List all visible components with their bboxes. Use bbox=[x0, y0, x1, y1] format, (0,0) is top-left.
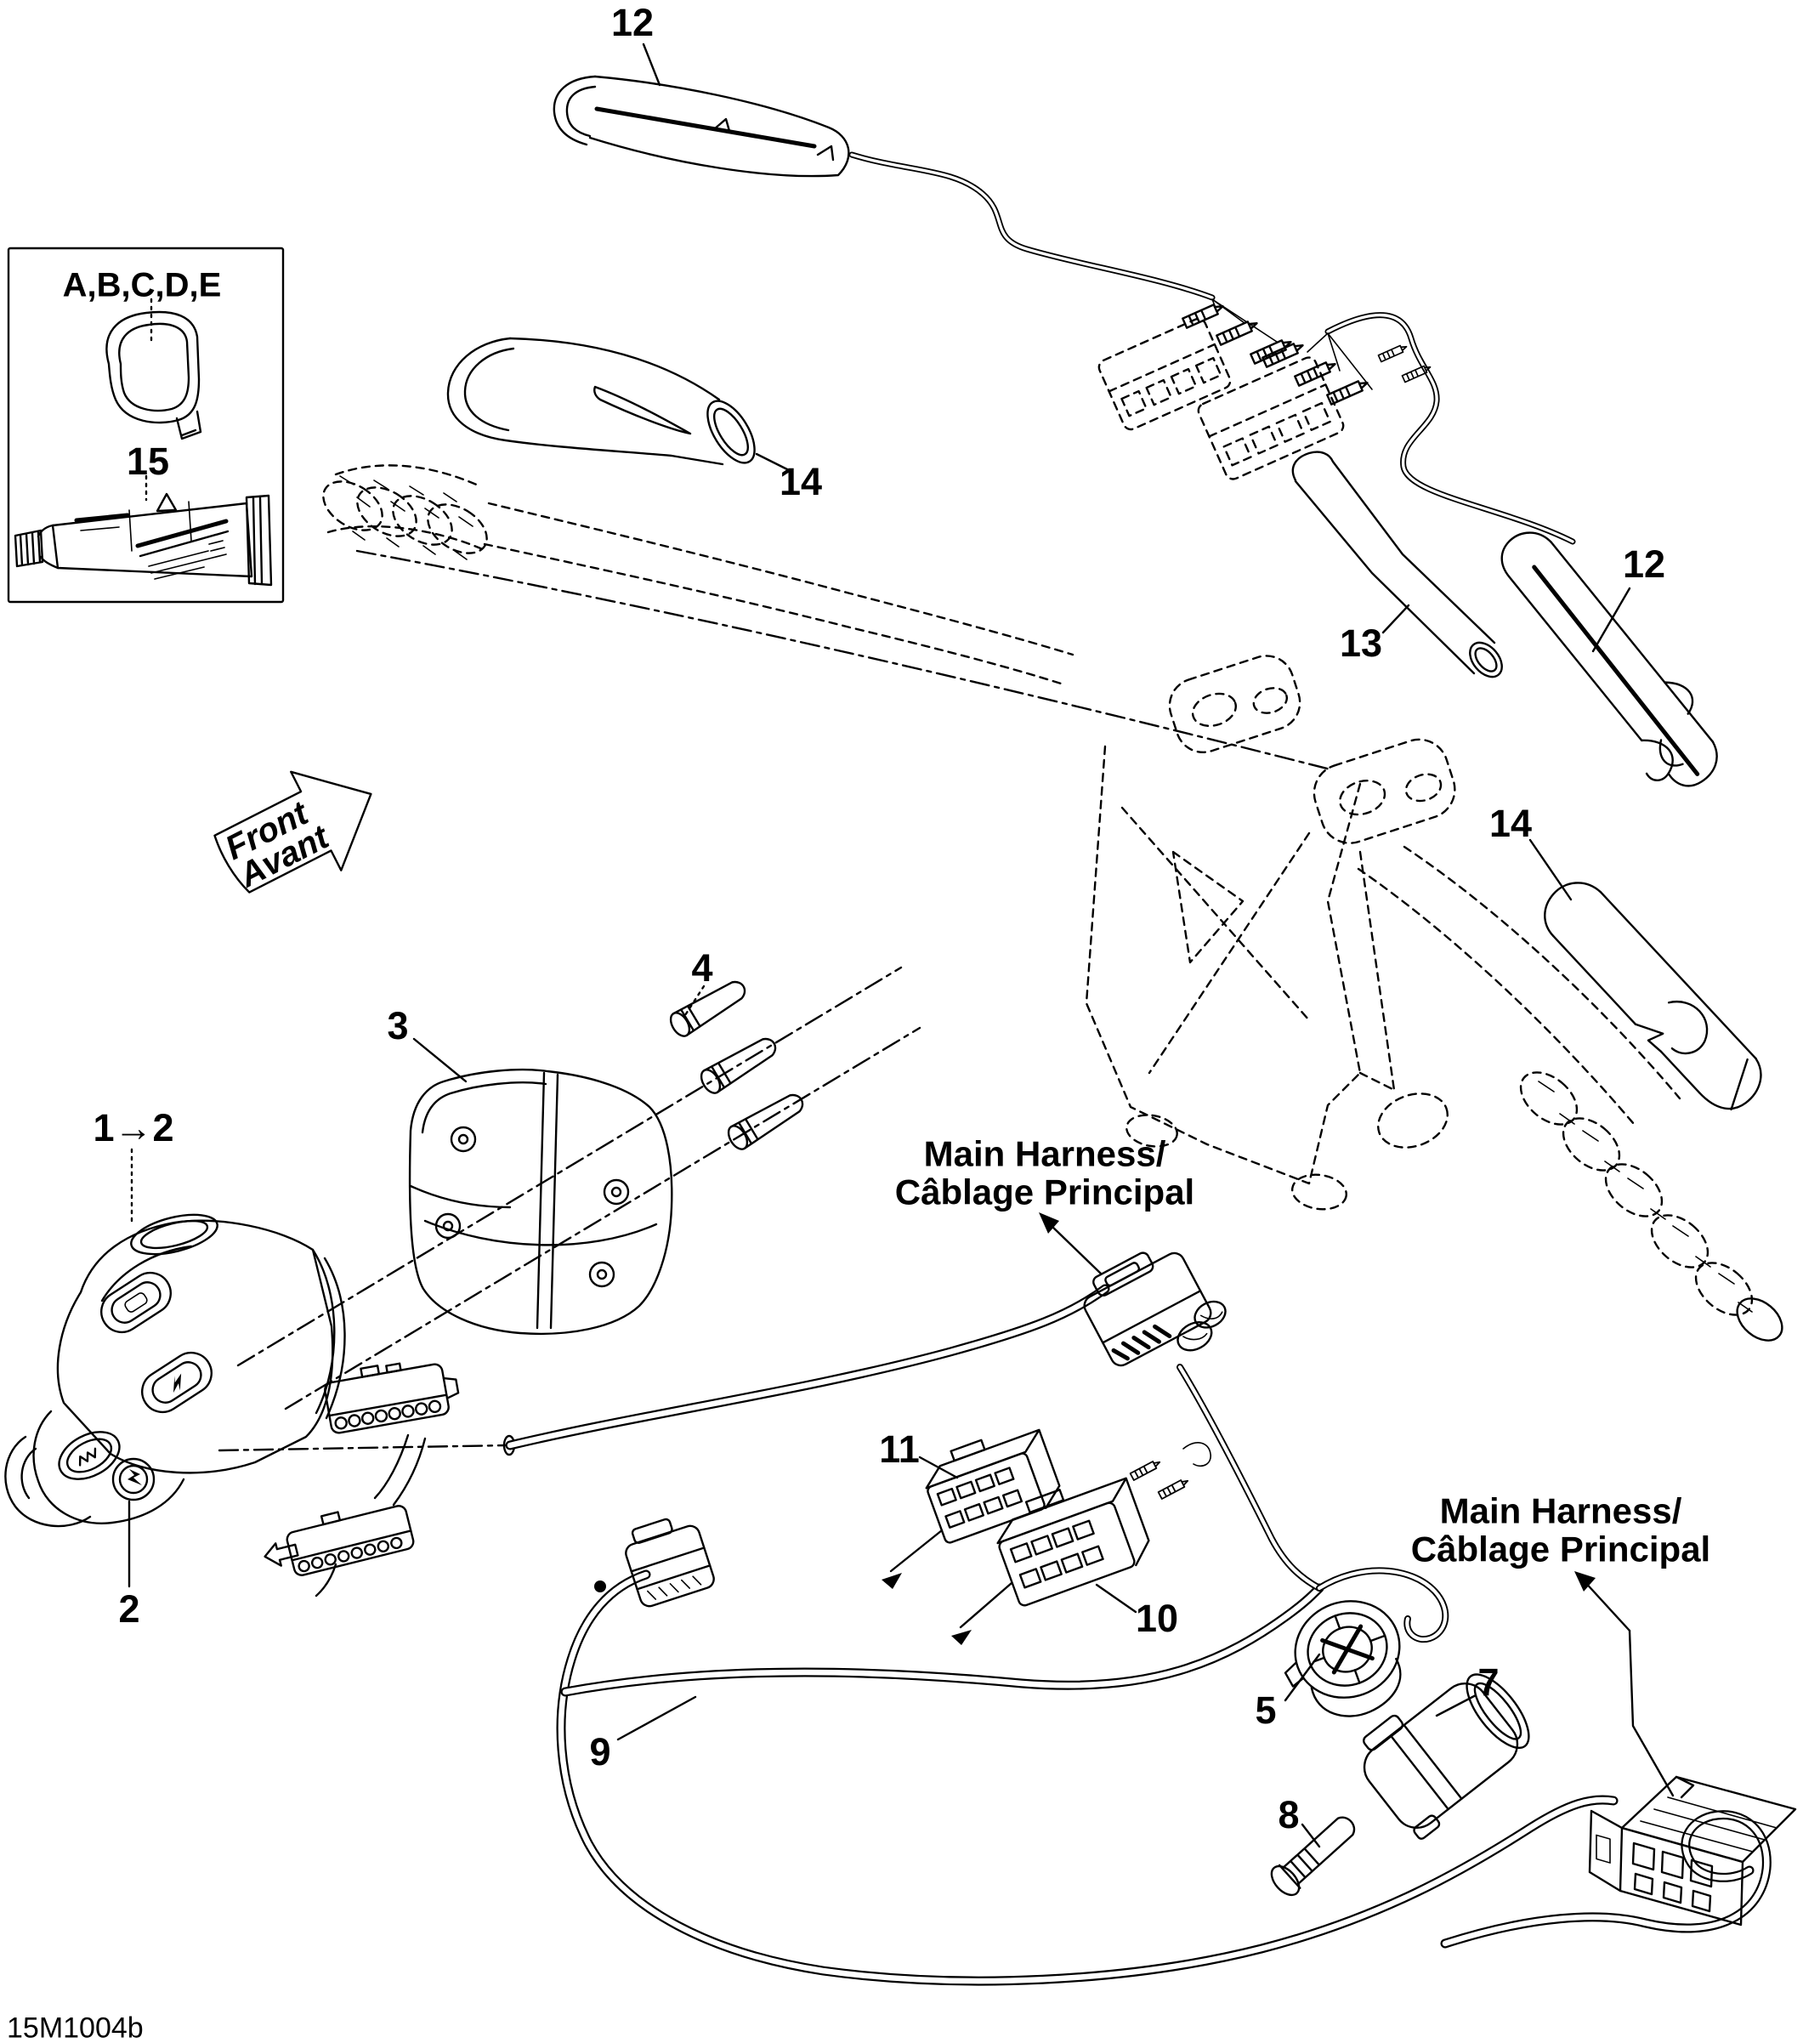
harness-connector-phantom-1 bbox=[1097, 300, 1295, 431]
module-connector-block bbox=[1588, 1775, 1797, 1927]
sleeve-14-left bbox=[446, 337, 789, 471]
main-harness-connector-1 bbox=[1083, 1251, 1227, 1367]
harness-connector-phantom-2 bbox=[1197, 339, 1433, 480]
callout-7: 7 bbox=[1477, 1660, 1500, 1704]
main-harness-note-1: Main Harness/ Câblage Principal bbox=[894, 1133, 1195, 1212]
harness-wiring bbox=[218, 1284, 1772, 1986]
main-harness-note-2-line1: Main Harness/ bbox=[1439, 1490, 1682, 1531]
main-harness-note-2: Main Harness/ Câblage Principal bbox=[1410, 1490, 1711, 1569]
callout-1-to-2: 1→2 bbox=[93, 1106, 174, 1149]
main-harness-arrow-2 bbox=[1574, 1571, 1675, 1797]
throttle-grip-12 bbox=[553, 43, 850, 178]
connector-5 bbox=[1284, 1600, 1402, 1717]
front-direction-arrow: Front Avant bbox=[213, 770, 372, 895]
grease-tube-drawing bbox=[14, 474, 273, 587]
callout-12-right: 12 bbox=[1622, 542, 1666, 586]
connector-11 bbox=[882, 1428, 1061, 1589]
sleeve-14-right bbox=[1528, 838, 1762, 1111]
callout-2: 2 bbox=[118, 1587, 140, 1631]
main-harness-note-1-line2: Câblage Principal bbox=[894, 1172, 1195, 1212]
loop-harness-connector bbox=[625, 1518, 715, 1608]
callout-9: 9 bbox=[589, 1730, 611, 1773]
switch-wire-top bbox=[848, 151, 1576, 545]
multifunction-switch bbox=[4, 1148, 346, 1588]
harness-point-marker bbox=[594, 1580, 606, 1592]
screws-4 bbox=[236, 966, 921, 1410]
callout-4: 4 bbox=[691, 946, 713, 990]
callout-11: 11 bbox=[879, 1427, 920, 1471]
connector-boot-7 bbox=[1363, 1673, 1530, 1840]
main-harness-arrow-1 bbox=[1039, 1212, 1103, 1275]
connector-8pin-lower bbox=[264, 1505, 415, 1598]
callout-14-right: 14 bbox=[1488, 802, 1533, 845]
callout-10: 10 bbox=[1135, 1597, 1179, 1640]
main-harness-note-1-line1: Main Harness/ bbox=[923, 1133, 1166, 1174]
callout-14-left: 14 bbox=[779, 460, 823, 503]
screw-8 bbox=[1270, 1816, 1356, 1897]
switch-housing-3 bbox=[408, 1037, 673, 1336]
callout-9-leader bbox=[616, 1695, 697, 1741]
connector-10 bbox=[951, 1442, 1211, 1645]
legend-box bbox=[7, 247, 285, 604]
sleeve-12-right bbox=[1500, 531, 1718, 787]
callout-5: 5 bbox=[1255, 1688, 1277, 1732]
drawing-code: 15M1004b bbox=[7, 2012, 144, 2043]
connector-8pin-upper bbox=[324, 1362, 460, 1507]
tube-13 bbox=[1291, 451, 1503, 678]
rubber-cap-drawing bbox=[105, 298, 202, 440]
callout-3: 3 bbox=[387, 1004, 409, 1047]
callout-8: 8 bbox=[1278, 1793, 1300, 1836]
callout-12-top: 12 bbox=[610, 1, 655, 44]
legend-cap-label: A,B,C,D,E bbox=[62, 266, 222, 304]
callout-15: 15 bbox=[126, 440, 170, 483]
main-harness-note-2-line2: Câblage Principal bbox=[1410, 1529, 1711, 1569]
callout-13: 13 bbox=[1339, 621, 1383, 665]
handlebar-phantom bbox=[313, 464, 1783, 1342]
